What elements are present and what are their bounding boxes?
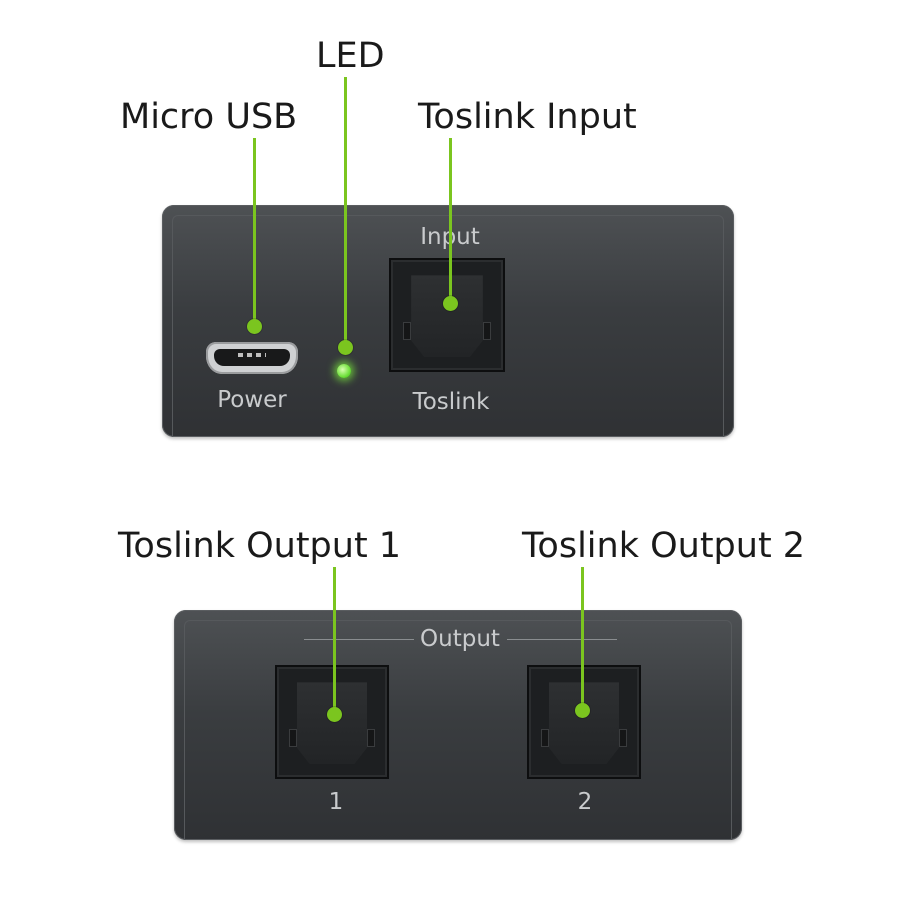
output-panel [174, 610, 742, 840]
port-2-silk-label: 2 [577, 789, 593, 815]
output-panel-bezel [184, 620, 732, 840]
toslink-output-2-clip-right [619, 728, 627, 747]
toslink-input-clip-right [483, 321, 491, 340]
output-rule-left [304, 639, 414, 640]
toslink-input-port [389, 258, 505, 372]
output-rule-right [507, 639, 617, 640]
toslink-output-2-port [527, 665, 641, 779]
toslink-output-1-clip-left [289, 728, 297, 747]
callout-toslink-output-2: Toslink Output 2 [522, 526, 806, 566]
leader-dot-toslink-output-1 [327, 707, 342, 722]
toslink-silk-label: Toslink [412, 389, 490, 415]
input-panel-bezel [172, 215, 724, 437]
micro-usb-port [206, 342, 298, 374]
toslink-output-1-port [275, 665, 389, 779]
port-1-silk-label: 1 [328, 789, 344, 815]
callout-micro-usb: Micro USB [120, 97, 298, 137]
micro-usb-pins [238, 353, 266, 357]
callout-toslink-input: Toslink Input [418, 97, 637, 137]
leader-line-toslink-input [449, 138, 452, 303]
leader-dot-toslink-output-2 [575, 703, 590, 718]
toslink-output-2-shutter [548, 682, 620, 764]
callout-toslink-output-1: Toslink Output 1 [118, 526, 402, 566]
output-silk-label: Output [420, 626, 500, 652]
toslink-output-1-clip-right [367, 728, 375, 747]
toslink-input-clip-left [403, 321, 411, 340]
leader-dot-toslink-input [443, 296, 458, 311]
leader-dot-led [338, 340, 353, 355]
micro-usb-opening [214, 349, 290, 366]
leader-dot-micro-usb [247, 319, 262, 334]
power-silk-label: Power [217, 387, 287, 413]
leader-line-micro-usb [253, 138, 256, 326]
callout-led: LED [316, 36, 385, 76]
leader-line-led [344, 77, 347, 347]
toslink-output-2-clip-left [541, 728, 549, 747]
leader-line-toslink-output-1 [333, 567, 336, 715]
leader-line-toslink-output-2 [581, 567, 584, 710]
toslink-output-1-shutter [296, 682, 368, 764]
status-led [337, 364, 351, 378]
toslink-input-shutter [411, 275, 483, 357]
